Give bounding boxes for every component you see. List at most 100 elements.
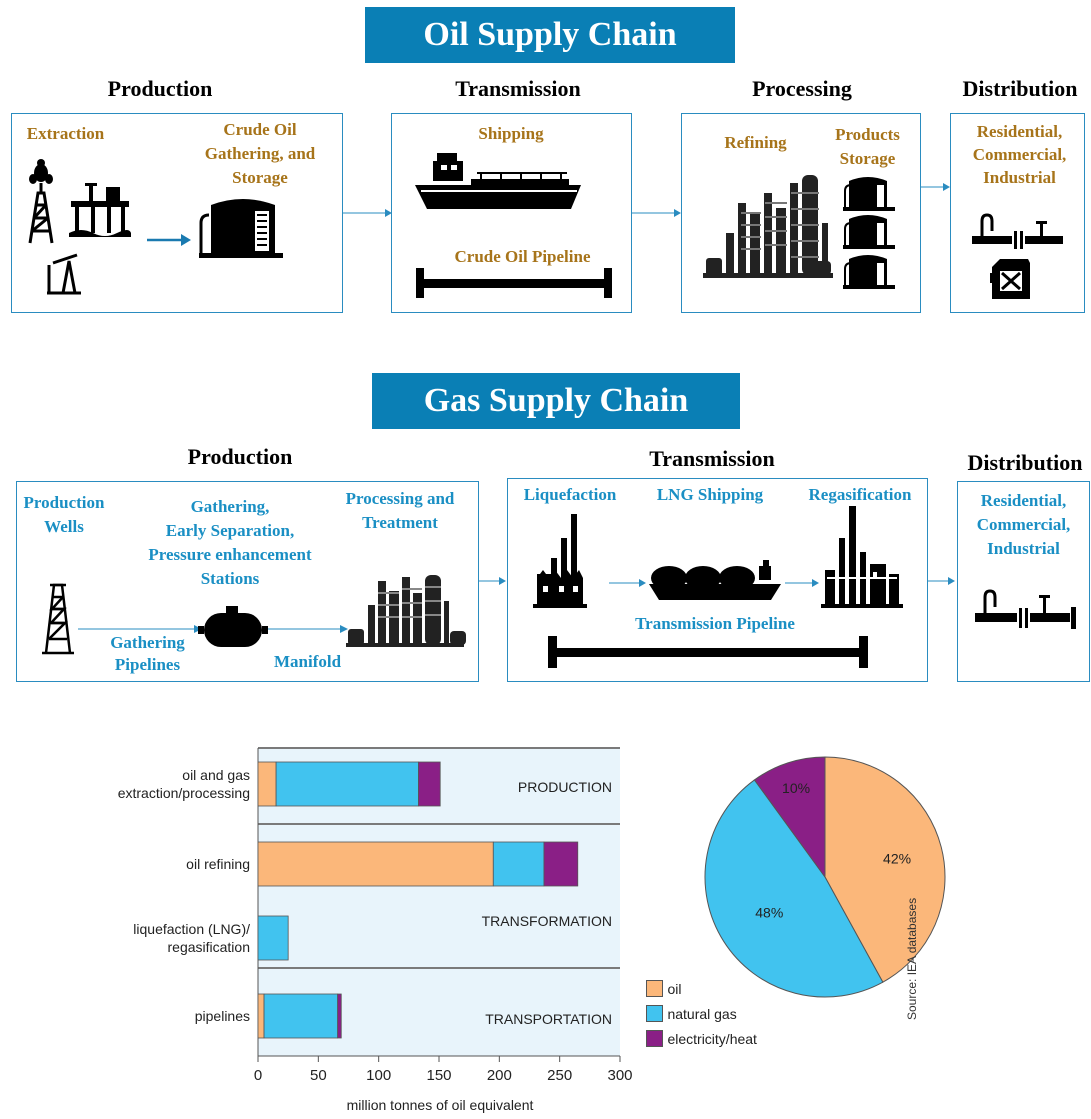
- oil-connector-2: [632, 209, 681, 217]
- gas-distribution-box: [957, 481, 1090, 682]
- legend-swatch-oil: [646, 980, 663, 998]
- source-note: Source: IEA databases: [905, 897, 919, 1020]
- x-tick-label: 50: [310, 1067, 327, 1084]
- pie-slice-electricity-heat: [753, 756, 826, 879]
- gas-transmission-icons: [533, 506, 903, 668]
- legend-swatch-electricity-heat: [646, 1030, 663, 1048]
- gas-distribution-icons: [975, 589, 1076, 629]
- x-tick-label: 100: [366, 1067, 391, 1084]
- gas-main-icon: [975, 589, 1076, 629]
- pipeline-icon: [416, 268, 612, 298]
- oil-stage-processing: Processing: [752, 76, 852, 101]
- gas-chain-title: Gas Supply Chain: [372, 373, 740, 429]
- gas-stage-production: Production: [187, 444, 293, 469]
- bar-segment-natural-gas: [257, 915, 289, 961]
- shipping-label: Shipping: [478, 124, 544, 143]
- category-label: liquefaction (LNG)/: [133, 921, 250, 937]
- oil-derrick-icon: [28, 183, 54, 244]
- oil-stage-distribution: Distribution: [962, 76, 1078, 101]
- legend-item-electricity-heat: electricity/heat: [646, 1030, 757, 1048]
- x-tick-label: 250: [547, 1067, 572, 1084]
- legend-label-oil: oil: [667, 980, 682, 997]
- arrow-icon: [147, 234, 191, 246]
- x-tick-label: 200: [487, 1067, 512, 1084]
- bar-segment-electricity-heat: [543, 841, 579, 887]
- pie-slice-oil: [824, 756, 946, 983]
- gas-end-use-label: Residential, Commercial, Industrial: [976, 491, 1071, 558]
- oil-stage-production: Production: [107, 76, 213, 101]
- liquefaction-plant-icon: [533, 514, 587, 608]
- oil-distribution-icons: [972, 213, 1063, 299]
- legend-label-natural-gas: natural gas: [667, 1005, 737, 1022]
- refinery-icon: [703, 175, 833, 278]
- oil-connector-3: [921, 183, 950, 191]
- regasification-label: Regasification: [808, 485, 912, 504]
- legend-item-natural-gas: natural gas: [646, 1005, 737, 1023]
- gas-main-icon: [972, 213, 1063, 249]
- x-tick-label: 300: [607, 1067, 632, 1084]
- x-tick-label: 150: [426, 1067, 451, 1084]
- gas-connector-2: [928, 577, 955, 585]
- arrow-icon: [639, 579, 646, 587]
- tanker-ship-icon: [415, 153, 581, 209]
- category-label: extraction/processing: [118, 785, 250, 801]
- category-label: oil refining: [186, 856, 250, 872]
- category-label: regasification: [168, 939, 251, 955]
- legend-swatch-natural-gas: [646, 1005, 663, 1023]
- offshore-platform-icon: [69, 183, 131, 237]
- oil-transmission-icons: [415, 153, 612, 298]
- gusher-icon: [29, 159, 53, 184]
- lng-shipping-label: LNG Shipping: [656, 485, 764, 504]
- oil-connector-1: [343, 209, 392, 217]
- pie-label: 42%: [883, 850, 911, 866]
- pipeline-icon: [548, 636, 868, 668]
- pie-label: 10%: [782, 780, 810, 796]
- gathering-stations-label: Gathering, Early Separation, Pressure en…: [148, 497, 312, 588]
- processing-treatment-label: Processing and Treatment: [345, 489, 455, 532]
- legend-item-oil: oil: [646, 980, 681, 998]
- bar-segment-natural-gas: [492, 841, 545, 887]
- processing-plant-icon: [346, 575, 466, 647]
- well-derrick-icon: [42, 583, 74, 655]
- storage-tank-icon: [843, 215, 895, 249]
- crude-gathering-label: Crude Oil Gathering, and Storage: [204, 120, 316, 187]
- arrow-icon: [812, 579, 819, 587]
- group-label: PRODUCTION: [518, 779, 612, 795]
- group-label: TRANSPORTATION: [485, 1011, 612, 1027]
- liquefaction-label: Liquefaction: [523, 485, 617, 504]
- energy-share-pie-chart: 42% 48% 10%: [704, 756, 946, 998]
- lng-carrier-icon: [649, 560, 781, 600]
- oil-production-icons: [28, 159, 283, 295]
- pumpjack-icon: [47, 253, 81, 295]
- bar-chart-xlabel: million tonnes of oil equivalent: [347, 1097, 534, 1113]
- oil-processing-icons: [703, 175, 895, 289]
- manifold-label: Manifold: [273, 652, 342, 671]
- jerrycan-icon: [990, 259, 1030, 299]
- products-storage-label: Products Storage: [835, 125, 900, 168]
- gas-production-icons: [42, 575, 466, 655]
- production-wells-label: Production Wells: [23, 493, 105, 536]
- bar-segment-natural-gas: [263, 993, 339, 1039]
- bar-segment-oil: [257, 761, 277, 807]
- gathering-pipelines-label: Gathering Pipelines: [110, 633, 185, 674]
- storage-tank-icon: [843, 255, 895, 289]
- bar-segment-oil: [257, 993, 265, 1039]
- oil-stage-transmission: Transmission: [455, 76, 581, 101]
- group-label: TRANSFORMATION: [482, 913, 612, 929]
- gas-stage-transmission: Transmission: [649, 446, 775, 471]
- oil-chain-title: Oil Supply Chain: [365, 7, 735, 63]
- extraction-label: Extraction: [26, 124, 105, 143]
- pie-label: 48%: [755, 904, 783, 920]
- gas-production-box: [16, 481, 479, 682]
- category-label: oil and gas: [182, 767, 250, 783]
- refining-label: Refining: [724, 133, 787, 152]
- gas-connector-1: [479, 577, 506, 585]
- category-label: pipelines: [195, 1008, 250, 1024]
- regasification-plant-icon: [821, 506, 903, 608]
- bar-segment-electricity-heat: [337, 993, 342, 1039]
- bar-segment-electricity-heat: [418, 761, 441, 807]
- storage-tank-icon: [843, 177, 895, 211]
- bar-segment-oil: [257, 841, 494, 887]
- arrow-icon: [340, 625, 348, 633]
- crude-pipeline-label: Crude Oil Pipeline: [454, 247, 591, 266]
